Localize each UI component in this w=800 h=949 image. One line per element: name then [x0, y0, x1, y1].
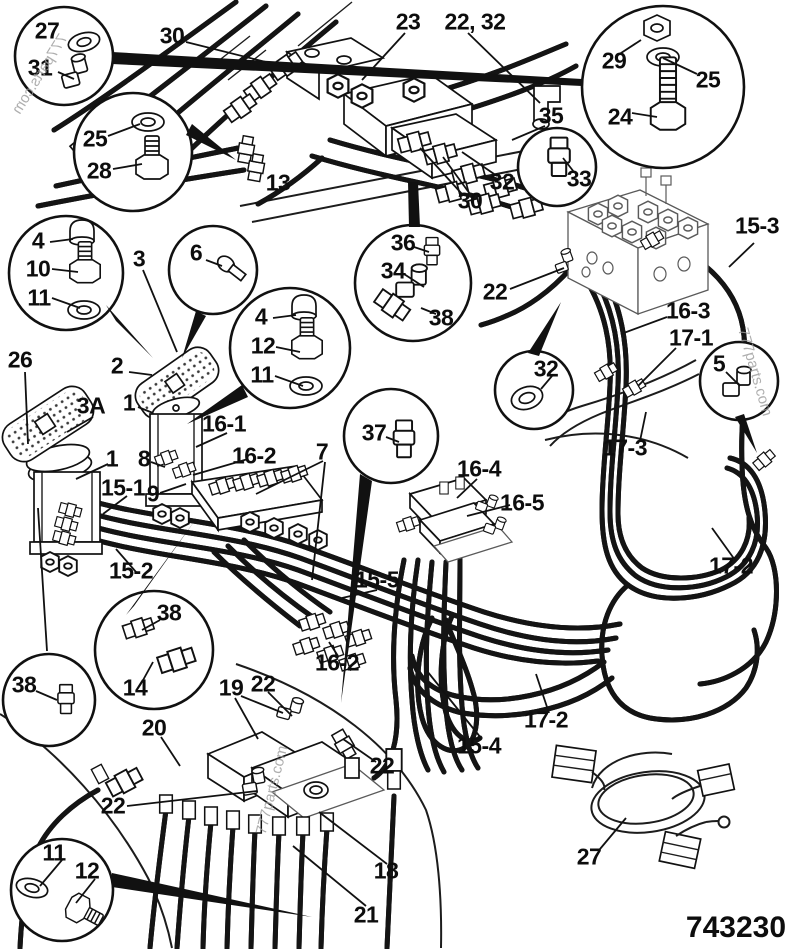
part-label-5: 5	[712, 350, 726, 377]
callout-circle	[72, 91, 194, 213]
part-label-12: 12	[250, 332, 276, 359]
part-label-14: 14	[122, 674, 148, 701]
part-label-16-2: 16-2	[231, 442, 277, 469]
part-label-16-3: 16-3	[665, 297, 711, 324]
part-label-19: 19	[218, 674, 244, 701]
part-label-25: 25	[82, 125, 108, 152]
part-label-32: 32	[489, 168, 515, 195]
part-label-16-4: 16-4	[456, 455, 502, 482]
part-label-4: 4	[254, 303, 268, 330]
part-label-21: 21	[353, 901, 379, 928]
part-label-15-3: 15-3	[734, 212, 780, 239]
part-label-16-5: 16-5	[499, 489, 545, 516]
part-label-3A: 3A	[76, 392, 106, 419]
part-label-6: 6	[189, 239, 203, 266]
part-label-38: 38	[11, 671, 37, 698]
part-label-30: 30	[457, 187, 483, 214]
part-label-3: 3	[132, 245, 146, 272]
part-label-11: 11	[250, 361, 274, 388]
mid-valve-block	[395, 476, 514, 563]
callout-circle	[1, 652, 97, 748]
part-label-17-3: 17-3	[602, 434, 648, 461]
callout-circle	[167, 224, 259, 316]
part-label-34: 34	[380, 257, 406, 284]
part-label-15-5: 15-5	[354, 566, 400, 593]
part-label-18: 18	[373, 857, 399, 884]
callout-circle	[228, 286, 352, 410]
part-label-15-2: 15-2	[108, 557, 154, 584]
part-label-16-1: 16-1	[201, 410, 247, 437]
hydraulic-valve-block	[550, 167, 778, 473]
callout-circle	[7, 214, 125, 332]
part-label-28: 28	[86, 157, 112, 184]
part-label-1: 1	[105, 445, 119, 472]
pointer-wedges	[106, 52, 757, 917]
part-label-37: 37	[361, 419, 387, 446]
center-junction-manifold	[190, 462, 328, 551]
part-label-29: 29	[601, 47, 627, 74]
part-label-31: 31	[27, 54, 53, 81]
callout-circle	[342, 387, 440, 485]
part-label-1: 1	[122, 389, 136, 416]
part-label-17-1: 17-1	[668, 324, 714, 351]
part-label-26: 26	[7, 346, 33, 373]
part-label-33: 33	[566, 165, 592, 192]
callout-circle	[93, 589, 215, 711]
part-label-20: 20	[141, 714, 167, 741]
part-label-24: 24	[607, 103, 633, 130]
part-label-17-2: 17-2	[523, 706, 569, 733]
part-label-9: 9	[146, 480, 160, 507]
part-label-27: 27	[576, 843, 602, 870]
part-label-10: 10	[25, 255, 51, 282]
part-label-35: 35	[538, 102, 564, 129]
drawing-number: 743230	[685, 911, 786, 944]
part-label-17-2: 17-2	[708, 552, 754, 579]
part-label-32: 32	[533, 355, 559, 382]
part-label-16-2: 16-2	[314, 649, 360, 676]
part-label-15-1: 15-1	[100, 474, 146, 501]
part-label-13: 13	[265, 169, 291, 196]
part-label-11: 11	[27, 284, 51, 311]
wiring-harness	[551, 744, 736, 870]
part-label-15-4: 15-4	[456, 732, 502, 759]
part-label-25: 25	[695, 66, 721, 93]
part-label-2: 2	[110, 352, 124, 379]
part-label-38: 38	[156, 599, 182, 626]
pointer-lines	[24, 32, 755, 907]
part-label-22: 22	[482, 278, 508, 305]
part-label-23: 23	[395, 8, 421, 35]
part-label-38: 38	[428, 304, 454, 331]
part-label-11: 11	[42, 839, 66, 866]
part-label-12: 12	[74, 857, 100, 884]
part-label-8: 8	[137, 445, 151, 472]
top-manifold-assembly	[67, 37, 561, 222]
part-label-27: 27	[34, 17, 60, 44]
part-label-4: 4	[31, 227, 45, 254]
part-label-36: 36	[390, 229, 416, 256]
part-label-22-32: 22, 32	[444, 8, 506, 35]
part-label-30: 30	[159, 22, 185, 49]
part-label-22: 22	[100, 792, 126, 819]
part-label-22: 22	[250, 670, 276, 697]
bottom-manifold-assembly	[90, 692, 403, 836]
part-label-22: 22	[369, 752, 395, 779]
part-label-7: 7	[315, 438, 329, 465]
